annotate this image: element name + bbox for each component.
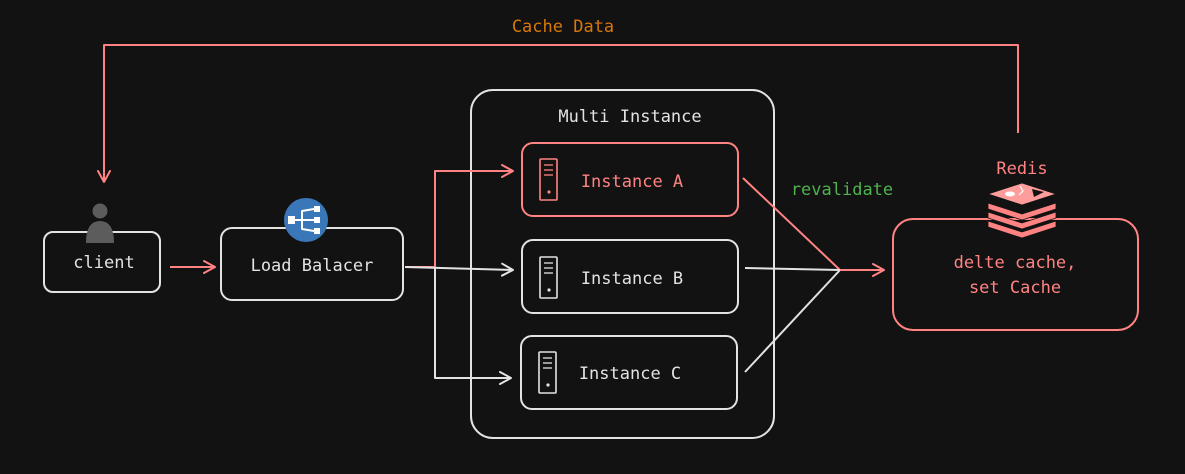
cache-data-label: Cache Data	[512, 17, 614, 37]
balancer-to-instance-a-arrow	[405, 164, 514, 268]
instance-c-node	[520, 335, 738, 410]
server-icon	[539, 158, 558, 201]
redis-action-line1: delte cache,	[954, 253, 1077, 273]
client-label: client	[73, 253, 134, 273]
user-icon	[86, 203, 114, 243]
balancer-to-instance-b-arrow	[404, 262, 514, 277]
instance-a-node	[521, 142, 739, 217]
instance-c-label: Instance C	[579, 364, 681, 384]
instance-c-to-redis-line	[744, 269, 841, 373]
instance-b-node	[521, 239, 739, 314]
revalidate-label: revalidate	[791, 180, 893, 200]
redis-label: Redis	[996, 159, 1047, 179]
multi-instance-label: Multi Instance	[558, 107, 701, 127]
server-icon	[539, 256, 558, 299]
redis-action-line2: set Cache	[969, 278, 1061, 298]
instance-b-to-redis-line	[744, 267, 841, 271]
load-balancer-icon	[284, 198, 328, 242]
load-balancer-label: Load Balacer	[251, 256, 374, 276]
redis-node	[892, 218, 1139, 331]
redis-logo-icon	[986, 182, 1058, 239]
balancer-to-instance-c-arrow	[434, 267, 512, 385]
instance-a-label: Instance A	[581, 172, 683, 192]
multi-instance-group	[470, 89, 775, 439]
instance-b-label: Instance B	[581, 269, 683, 289]
cache-data-arrow	[97, 44, 1019, 183]
server-icon	[538, 351, 557, 394]
instance-a-to-redis-line	[742, 177, 841, 271]
